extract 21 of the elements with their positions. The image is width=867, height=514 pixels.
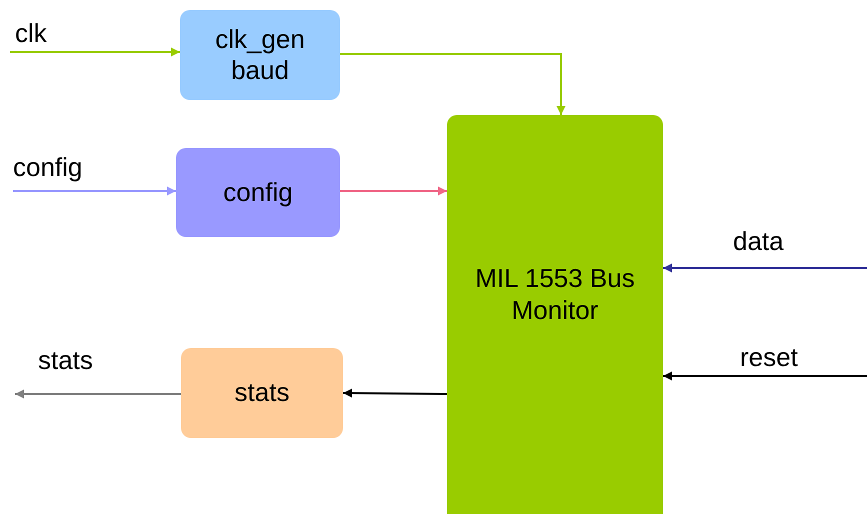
arrow [663,264,867,272]
process-box [180,10,340,100]
arrow [340,186,447,196]
process-box [181,348,343,438]
arrow [10,48,180,56]
edge-label: config [13,152,82,183]
box-label: clk_gen baud [214,24,306,86]
arrow [342,388,448,398]
box-label: config [223,176,293,208]
arrow [663,372,867,380]
arrow [15,390,181,398]
process-box [176,148,340,237]
arrow [340,53,566,115]
edge-label: data [733,226,784,257]
edge-label: clk [15,18,47,49]
edge-label: reset [740,342,798,373]
box-label: MIL 1553 Bus Monitor [475,263,635,326]
process-box [447,115,663,514]
arrow [13,186,176,196]
box-label: stats [234,377,290,409]
edge-label: stats [38,345,93,376]
